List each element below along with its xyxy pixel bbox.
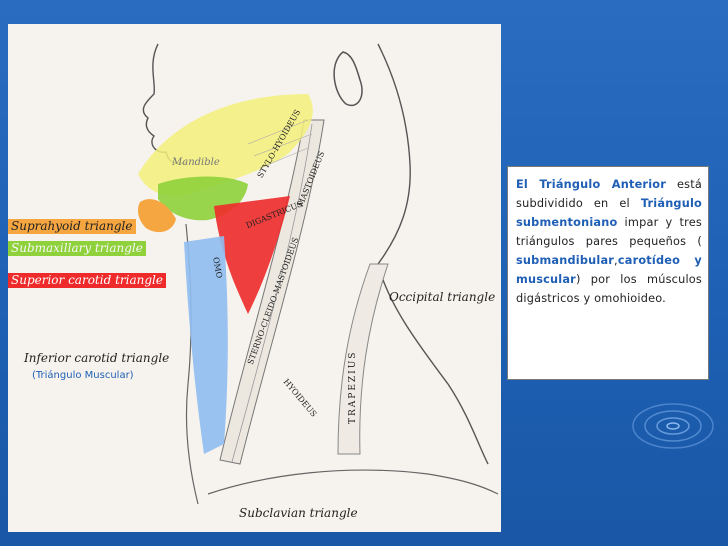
neck-anatomy-figure: Mandible STYLO-HYOIDEUS DIGASTRICUS MAST… <box>8 24 501 532</box>
subclavian-triangle-label: Subclavian triangle <box>239 506 358 520</box>
occipital-triangle-label: Occipital triangle <box>389 290 496 304</box>
water-ripple-decoration <box>632 403 714 449</box>
info-text-run: está subdividido en el <box>516 178 702 210</box>
muscular-triangle-note: (Triángulo Muscular) <box>32 370 134 381</box>
info-text-box: El Triángulo Anterior está subdividido e… <box>507 166 709 380</box>
info-text-run: , <box>614 254 618 267</box>
superior-carotid-triangle-label: Superior carotid triangle <box>8 273 166 288</box>
inferior-carotid-triangle-label: Inferior carotid triangle <box>24 351 170 365</box>
info-paragraph: El Triángulo Anterior está subdividido e… <box>516 175 702 308</box>
info-text-run: ) por los músculos digástricos y omohioi… <box>516 273 702 305</box>
highlighted-term: submandibular <box>516 254 615 267</box>
highlighted-term: Triángulo submentoniano <box>516 197 702 229</box>
info-text-run: impar y tres triángulos pares pequeños ( <box>516 216 702 248</box>
neck-drawing <box>138 43 499 505</box>
suprahyoid-triangle-label: Suprahyoid triangle <box>8 219 136 234</box>
trapezius-label: TRAPEZIUS <box>348 350 358 424</box>
submaxillary-triangle-label: Submaxillary triangle <box>8 241 146 256</box>
highlighted-term: El Triángulo Anterior <box>516 178 667 191</box>
mandible-label: Mandible <box>172 157 220 168</box>
highlighted-term: carotídeo y muscular <box>516 254 702 286</box>
